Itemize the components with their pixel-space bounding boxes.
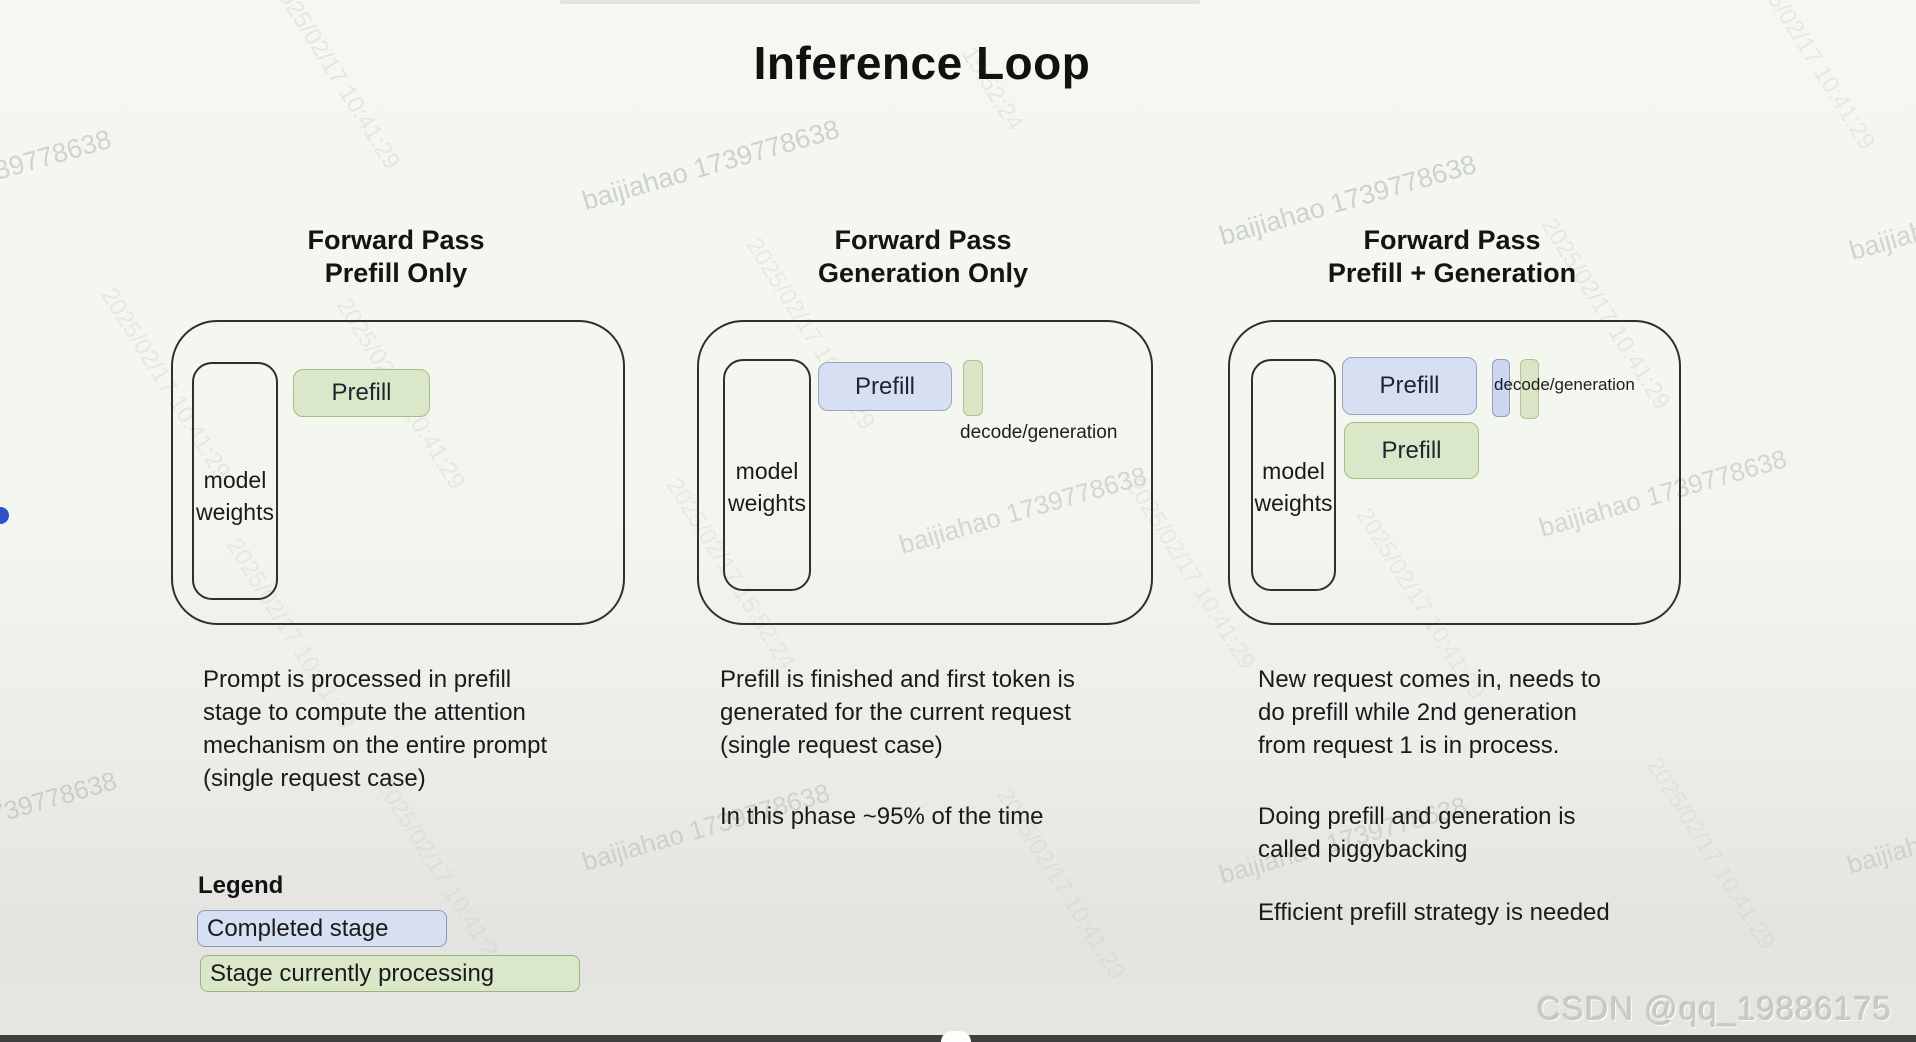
panel-heading-line2: Prefill + Generation <box>1327 258 1577 288</box>
panel-heading-line1: Forward Pass <box>307 225 485 255</box>
model-weights-label-line2: weights <box>196 499 274 525</box>
description-line: Doing prefill and generation is <box>1258 803 1576 830</box>
prefill-stage-label: Prefill <box>1381 436 1442 464</box>
description-line: New request comes in, needs to <box>1258 666 1601 693</box>
description-line: stage to compute the attention <box>203 699 526 726</box>
model-weights-box: model weights <box>723 359 811 591</box>
watermark-text: baijiahao 1739778638 <box>0 765 120 864</box>
panel-heading-line2: Prefill Only <box>324 258 468 288</box>
description-line: Prefill is finished and first token is <box>720 666 1075 693</box>
watermark-text: baijiahao 1739778638 <box>1843 780 1916 880</box>
watermark-text: 2025/02/17 10:41:29 <box>1640 753 1781 955</box>
description-line: Efficient prefill strategy is needed <box>1258 899 1610 926</box>
panel-heading: Forward Pass Prefill Only <box>166 224 626 290</box>
model-weights-label-line1: model <box>203 467 267 493</box>
description-line: In this phase ~95% of the time <box>720 803 1044 830</box>
top-edge-strip <box>560 0 1200 4</box>
description-line: from request 1 is in process. <box>1258 732 1560 759</box>
description-line: (single request case) <box>203 765 426 792</box>
prefill-stage-processing: Prefill <box>1344 422 1479 479</box>
description-line: mechanism on the entire prompt <box>203 732 548 759</box>
description-line: do prefill while 2nd generation <box>1258 699 1577 726</box>
panel-heading-line1: Forward Pass <box>834 225 1012 255</box>
watermark-text: baijiahao 1739778638 <box>1845 164 1916 267</box>
model-weights-label-line2: weights <box>728 490 806 516</box>
panel-description: Doing prefill and generation is called p… <box>1258 800 1576 866</box>
prefill-stage-processing: Prefill <box>293 369 430 417</box>
decode-bar-processing <box>1520 359 1539 419</box>
model-weights-label-line2: weights <box>1254 490 1333 516</box>
prefill-stage-label: Prefill <box>854 372 915 400</box>
prefill-stage-completed: Prefill <box>1342 357 1477 415</box>
blue-dot <box>0 507 9 524</box>
legend-completed-box: Completed stage <box>197 910 447 947</box>
description-line: Prompt is processed in prefill <box>203 666 512 693</box>
decode-generation-label: decode/generation <box>1494 375 1635 394</box>
panel-description: Prefill is finished and first token is g… <box>720 663 1075 762</box>
prefill-stage-label: Prefill <box>1379 372 1440 399</box>
description-line: (single request case) <box>720 732 943 759</box>
watermark-text: baijiahao 1739778638 <box>578 113 843 217</box>
panel-heading: Forward Pass Generation Only <box>693 224 1153 290</box>
legend-processing-label: Stage currently processing <box>210 959 495 987</box>
forward-pass-container: model weights Prefill Prefill decode/gen… <box>1228 320 1681 625</box>
page-title: Inference Loop <box>753 37 1091 89</box>
model-weights-box: model weights <box>1251 359 1336 591</box>
panel-description: Efficient prefill strategy is needed <box>1258 896 1610 929</box>
legend-processing-box: Stage currently processing <box>200 955 580 992</box>
forward-pass-container: model weights Prefill decode/generation <box>697 320 1153 625</box>
watermark-text: baijiahao 1739778638 <box>0 123 115 226</box>
description-line: generated for the current request <box>720 699 1071 726</box>
forward-pass-container: model weights Prefill <box>171 320 625 625</box>
csdn-watermark: CSDN @qq_19886175 <box>1537 990 1893 1027</box>
panel-description: Prompt is processed in prefill stage to … <box>203 663 547 795</box>
panel-heading-line2: Generation Only <box>817 258 1029 288</box>
model-weights-label-line1: model <box>1262 458 1325 484</box>
decode-bar-completed <box>1492 359 1510 417</box>
watermark-text: 2025/02/17 10:41:29 <box>1740 0 1881 155</box>
legend-title: Legend <box>198 872 284 899</box>
panel-heading-line1: Forward Pass <box>1363 225 1541 255</box>
model-weights-label-line1: model <box>735 458 799 484</box>
prefill-stage-label: Prefill <box>331 379 392 406</box>
prefill-stage-completed: Prefill <box>818 362 952 411</box>
panel-description: New request comes in, needs to do prefil… <box>1258 663 1601 762</box>
decode-bar-processing <box>963 360 983 416</box>
description-line: called piggybacking <box>1258 836 1468 863</box>
decode-generation-label: decode/generation <box>960 422 1118 443</box>
panel-description: In this phase ~95% of the time <box>720 800 1044 833</box>
panel-heading: Forward Pass Prefill + Generation <box>1222 224 1682 290</box>
progress-cursor-icon <box>941 1031 971 1042</box>
model-weights-box: model weights <box>192 362 278 600</box>
legend-completed-label: Completed stage <box>207 914 389 942</box>
watermark-text: 2025/02/17 10:41:29 <box>265 0 406 175</box>
